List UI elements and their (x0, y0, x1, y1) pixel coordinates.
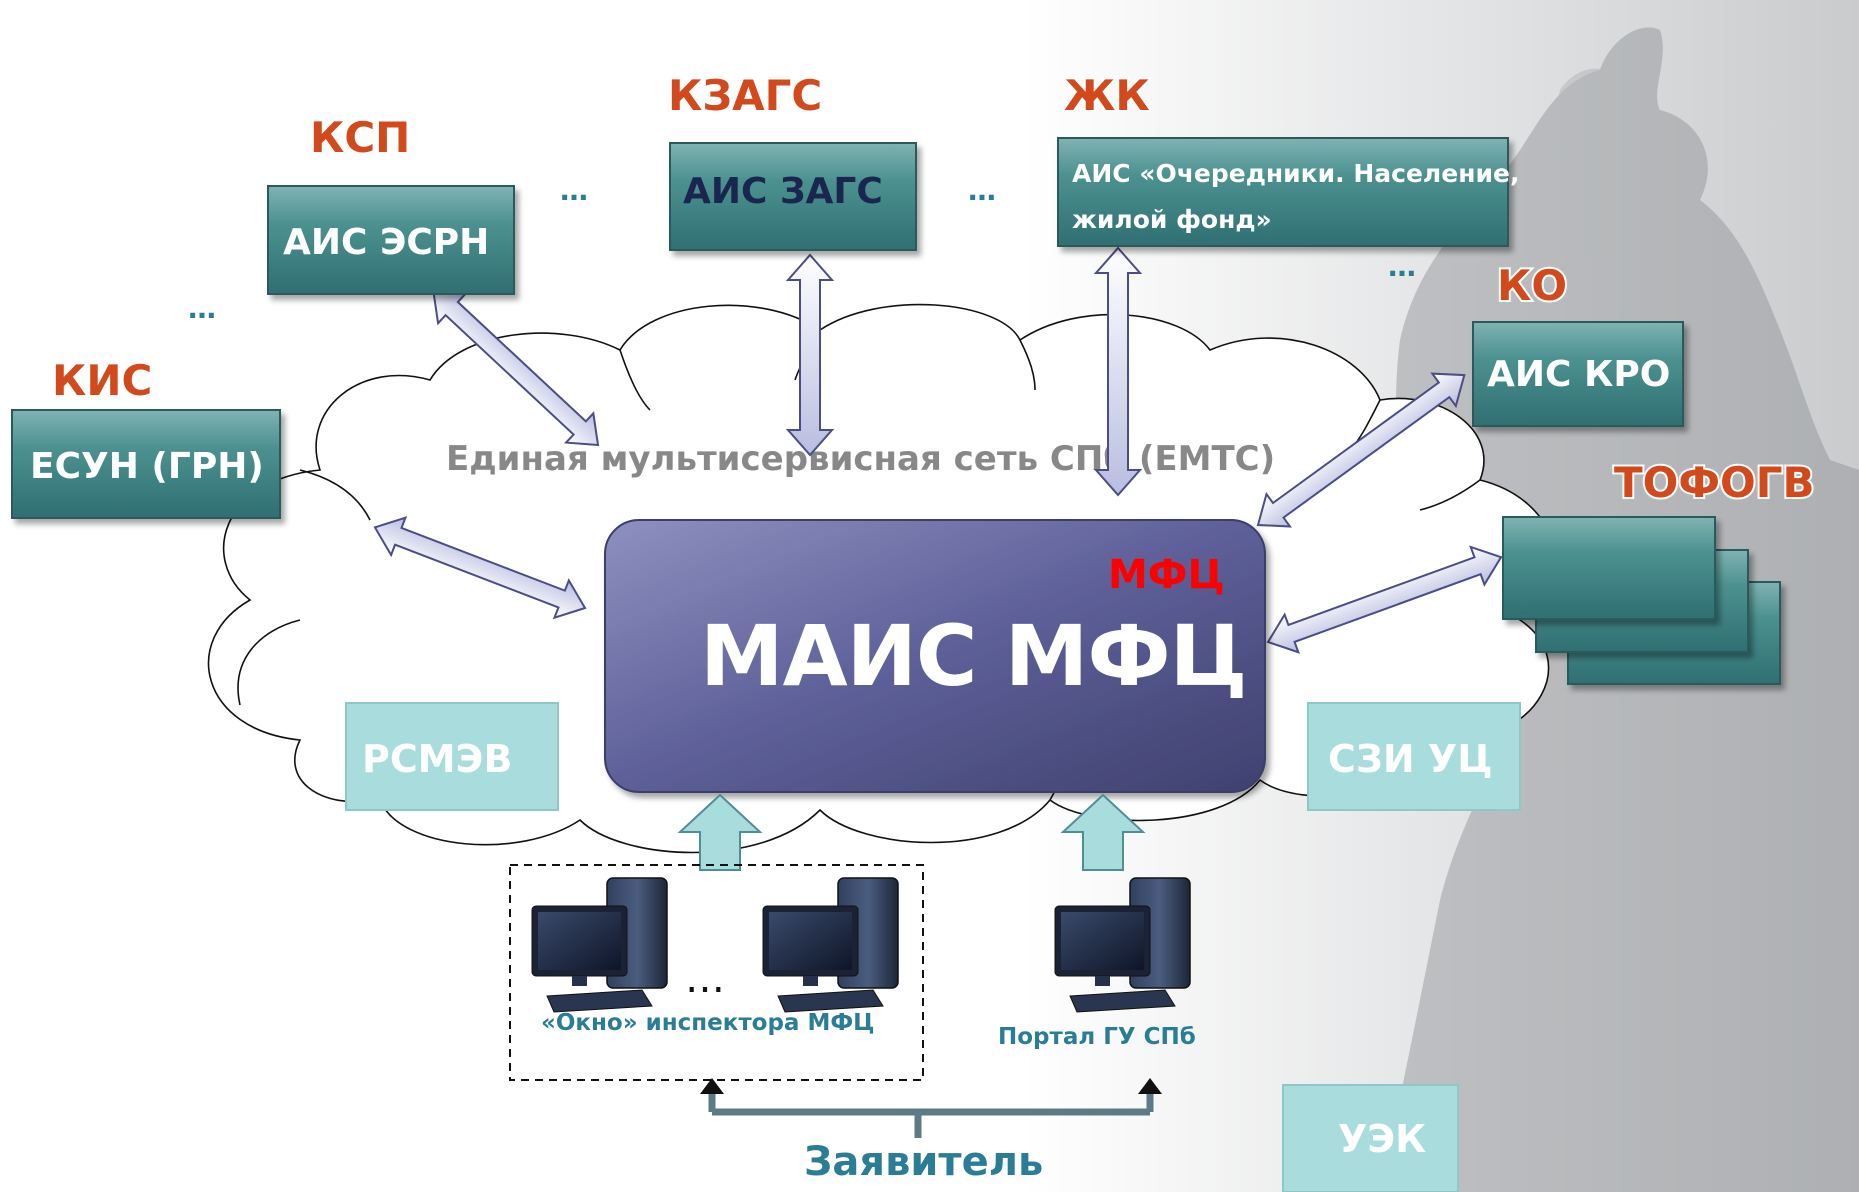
ellipsis-1: … (560, 174, 588, 207)
service-szi-uc-label: СЗИ УЦ (1328, 737, 1492, 781)
input-arrows (677, 793, 1146, 871)
org-label-kis: КИС (52, 356, 152, 405)
system-name-esrn: АИС ЭСРН (283, 222, 489, 263)
service-rsmev[interactable]: РСМЭВ (345, 702, 559, 811)
center-tag: МФЦ (1108, 552, 1225, 598)
workstations-ellipsis: … (685, 956, 725, 1002)
service-uek[interactable]: УЭК (1282, 1084, 1459, 1192)
inspector-window-label: «Окно» инспектора МФЦ (541, 1010, 874, 1036)
service-rsmev-label: РСМЭВ (362, 737, 512, 781)
system-name-zags: АИС ЗАГС (683, 171, 883, 212)
workstation-2[interactable] (762, 877, 899, 1013)
arrow-zags (785, 253, 835, 457)
system-ocheredniki[interactable]: ЖК АИС «Очередники. Население, жилой фон… (1057, 69, 1519, 247)
system-name-kro: АИС КРО (1487, 354, 1670, 395)
system-tofogv-stack[interactable]: ТОФОГВ (1502, 456, 1816, 685)
arrow-kro (1256, 372, 1466, 528)
center-title: МАИС МФЦ (700, 607, 1247, 705)
cloud-title: Единая мультисервисная сеть СПб (ЕМТС) (446, 439, 1275, 479)
workstation-1[interactable] (531, 877, 668, 1013)
org-label-kzags: КЗАГС (668, 71, 822, 120)
system-kro[interactable]: КО АИС КРО (1472, 259, 1684, 427)
arrow-esun (373, 516, 587, 620)
portal-label: Портал ГУ СПб (998, 1024, 1196, 1050)
system-esun[interactable]: КИС ЕСУН (ГРН) (11, 354, 281, 519)
service-uek-label: УЭК (1338, 1117, 1426, 1161)
service-szi-uc[interactable]: СЗИ УЦ (1307, 702, 1521, 811)
arrow-tofogv (1266, 545, 1503, 654)
org-label-ko: КО (1497, 261, 1567, 310)
ellipsis-3: … (968, 174, 996, 207)
applicant-label: Заявитель (804, 1139, 1043, 1185)
applicant-connector (700, 1078, 1162, 1138)
arrow-zhk (1093, 246, 1143, 497)
up-arrow-window (677, 793, 763, 871)
connectors (373, 246, 1503, 654)
org-label-tofogv: ТОФОГВ (1614, 458, 1814, 507)
up-arrow-portal (1060, 793, 1146, 871)
center-system[interactable]: МФЦ МАИС МФЦ (604, 519, 1266, 793)
ellipsis-4: … (1388, 250, 1416, 283)
system-name-ocheredniki-line2: жилой фонд» (1072, 205, 1272, 234)
ellipsis-2: … (188, 292, 216, 325)
org-label-zhk: ЖК (1064, 71, 1150, 120)
inspector-window-frame (509, 864, 924, 1081)
system-zags[interactable]: КЗАГС АИС ЗАГС (666, 69, 917, 251)
org-label-ksp: КСП (310, 113, 410, 162)
system-esrn[interactable]: КСП АИС ЭСРН (267, 111, 515, 295)
workstation-portal[interactable] (1054, 877, 1191, 1013)
system-name-ocheredniki-line1: АИС «Очередники. Население, (1072, 159, 1519, 188)
system-name-esun: ЕСУН (ГРН) (30, 446, 264, 487)
